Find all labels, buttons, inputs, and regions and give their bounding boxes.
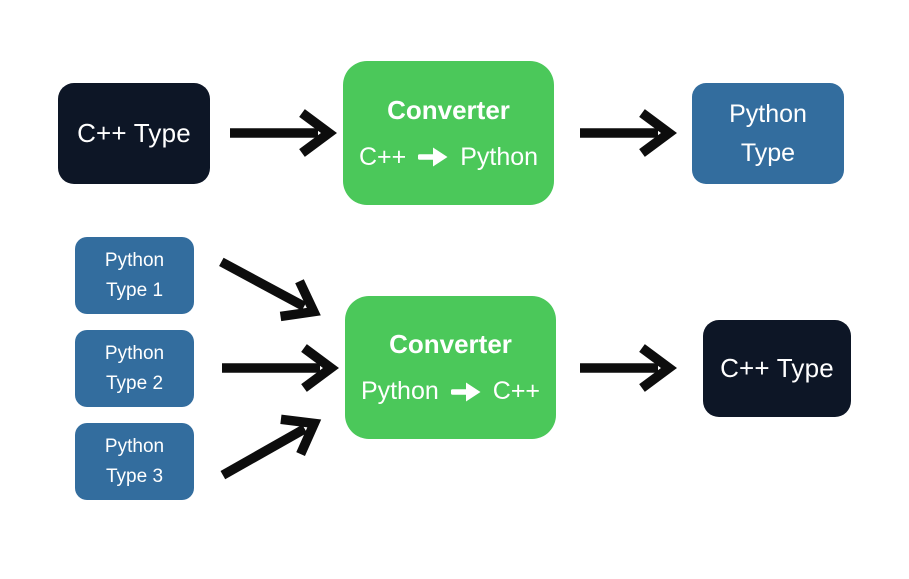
node-python-type: Python Type [692,83,844,184]
arrow-converter-to-cpp-type [580,344,677,392]
converter-from-label: C++ [358,142,407,171]
arrow-python-type-1-to-converter [219,257,321,322]
arrow-python-type-3-to-converter [220,414,322,480]
converter-subtitle: Python C++ [361,377,540,406]
python-type-1-label: Python Type 1 [104,250,165,301]
arrow-cpp-to-converter [230,109,337,157]
converter-title: Converter [389,329,512,359]
node-cpp-type-result: C++ Type [703,320,851,417]
arrow-converter-to-python-type [580,109,677,157]
bold-right-arrow-icon [418,147,448,167]
bold-right-arrow-icon [450,382,481,401]
node-cpp-type-top: C++ Type [58,83,210,184]
python-type-label: Python Type [729,99,807,167]
converter-from-label: Python [360,377,439,405]
converter-title: Converter [387,94,510,125]
python-type-3-label: Python Type 3 [104,436,165,487]
node-converter-cpp-to-python: Converter C++ Python [343,61,554,205]
converter-subtitle: C++ Python [359,143,538,172]
converter-to-label: Python [460,142,539,171]
converter-to-label: C++ [492,377,541,405]
node-python-type-2: Python Type 2 [75,330,194,407]
cpp-type-top-label: C++ Type [77,118,191,148]
arrow-python-type-2-to-converter [222,344,339,392]
node-python-type-1: Python Type 1 [75,237,194,314]
cpp-type-result-label: C++ Type [720,353,834,383]
python-type-2-label: Python Type 2 [104,343,165,394]
node-python-type-3: Python Type 3 [75,423,194,500]
node-converter-python-to-cpp: Converter Python C++ [345,296,556,439]
